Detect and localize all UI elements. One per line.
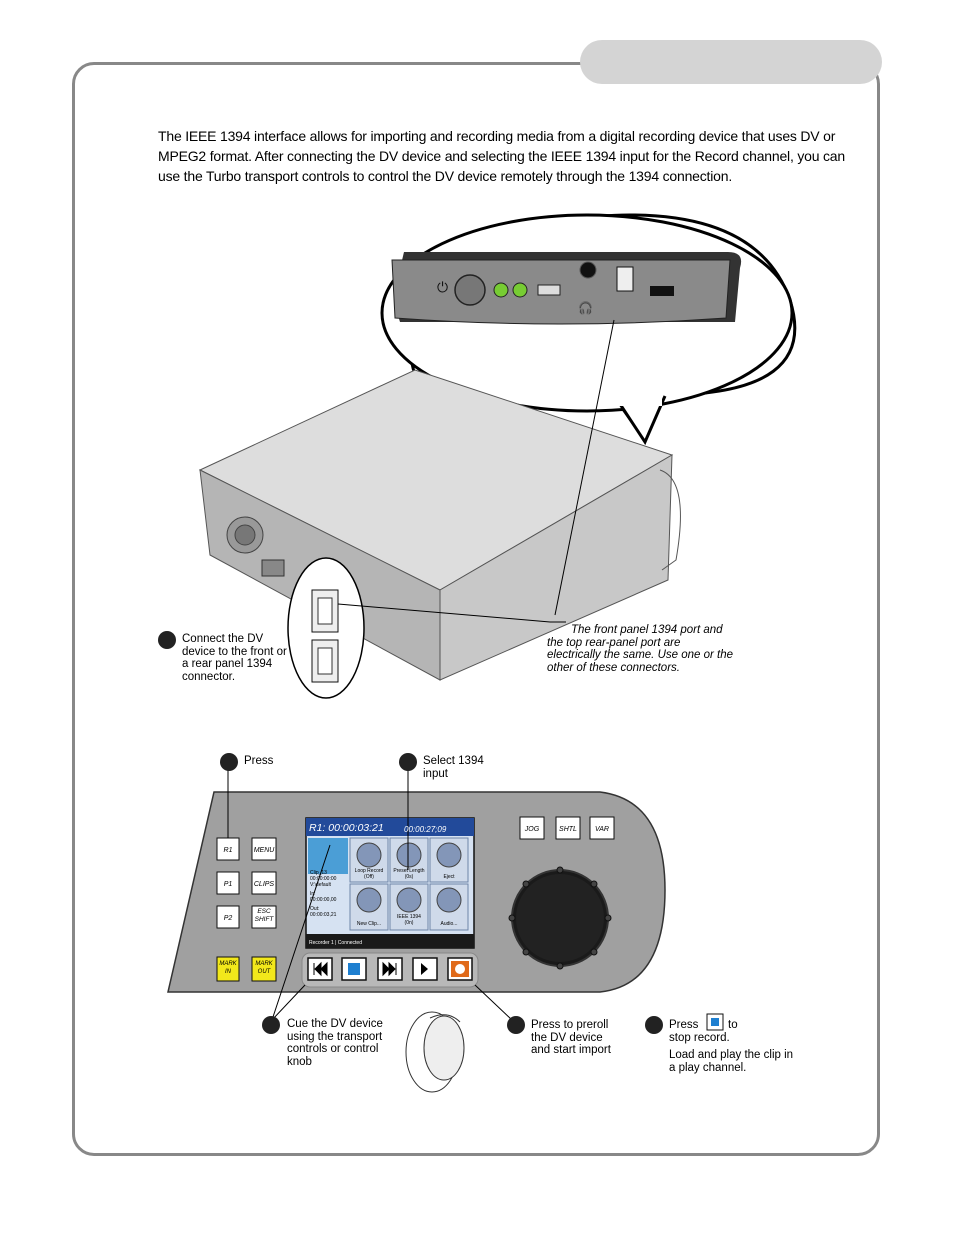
svg-text:🎧: 🎧 (578, 301, 593, 315)
page-frame (72, 62, 880, 1156)
loop-record-label: Loop Record (354, 868, 384, 874)
audio-button[interactable]: Audio... (440, 921, 458, 927)
load-instruction: Load and play the clip in a play channel… (669, 1049, 794, 1074)
connect-instruction: Connect the DV device to the front or a … (182, 633, 287, 683)
preroll-instruction: Press to preroll the DV device and start… (531, 1019, 611, 1056)
in-point-timecode: 00:00:00,00 (310, 897, 337, 903)
r1-button[interactable]: R1 (223, 847, 233, 854)
var-button[interactable]: VAR (594, 826, 609, 833)
select-instruction: Select 1394 input (423, 755, 484, 780)
port-note: The front panel 1394 port and the top re… (547, 624, 734, 674)
loop-record-state: (Off) (364, 874, 374, 880)
step-6-bullet (645, 1016, 663, 1034)
clip-timecode: 00:00:00:00 (310, 876, 337, 882)
p1-button[interactable]: P1 (223, 881, 233, 888)
screen-status: Recorder 1 | Connected (309, 940, 362, 946)
cue-instruction: Cue the DV device using the transport co… (287, 1018, 383, 1068)
mark-label: MARK (219, 961, 237, 967)
out-point-label: Out: (310, 906, 320, 912)
intro-paragraph: The IEEE 1394 interface allows for impor… (158, 128, 845, 184)
svg-text:⏻: ⏻ (437, 279, 448, 295)
preset-length-state: (0s) (404, 874, 414, 880)
step-5-bullet (507, 1016, 525, 1034)
stop-instruction-suffix: to stop record. (669, 1019, 738, 1044)
esc-label: ESC (257, 908, 271, 915)
mark-label: MARK (255, 961, 273, 967)
in-point-label: In: (310, 891, 316, 897)
clip-name: Clip_13 (310, 870, 327, 876)
screen-clip-info: Clip_13 00:00:00:00 V:\default In: 00:00… (310, 870, 350, 918)
clips-button[interactable]: CLIPS (253, 881, 275, 888)
step-2-bullet (220, 753, 238, 771)
loop-record-button[interactable]: Loop Record (Off) (350, 868, 388, 880)
step-4-bullet (262, 1016, 280, 1034)
shtl-button[interactable]: SHTL (559, 826, 577, 833)
preset-length-button[interactable]: Preset Length (0s) (390, 868, 428, 880)
eject-button[interactable]: Eject (443, 874, 455, 880)
preset-length-label: Preset Length (393, 868, 425, 874)
step-3-bullet (399, 753, 417, 771)
screen-remaining: 00:00:27;09 (404, 825, 447, 834)
shift-label: SHIFT (254, 916, 274, 923)
mark-out-button[interactable]: MARK OUT (252, 960, 276, 976)
device-illustration: ⏻ 🎧 (198, 213, 797, 699)
jog-button[interactable]: JOG (524, 826, 540, 833)
out-point-timecode: 00:00:03,21 (310, 912, 337, 918)
mark-in-button[interactable]: MARK IN (217, 960, 239, 976)
menu-button[interactable]: MENU (253, 847, 275, 854)
screen-timecode: R1: 00:00:03:21 (309, 822, 384, 834)
stop-instruction-prefix: Press (669, 1019, 699, 1031)
ieee-1394-button[interactable]: IEEE 1394 (0n) (390, 914, 428, 926)
header-tab (580, 40, 882, 84)
esc-shift-button[interactable]: ESC SHIFT (252, 908, 276, 924)
new-clip-button[interactable]: New Clip... (356, 921, 382, 927)
in-label: IN (225, 969, 231, 975)
step-1-bullet (158, 631, 176, 649)
clip-path: V:\default (310, 882, 331, 888)
p2-button[interactable]: P2 (223, 915, 233, 922)
out-label: OUT (257, 969, 271, 975)
ieee-1394-label: IEEE 1394 (397, 914, 421, 920)
press-instruction: Press (244, 755, 274, 767)
ieee-1394-state: (0n) (404, 920, 414, 926)
